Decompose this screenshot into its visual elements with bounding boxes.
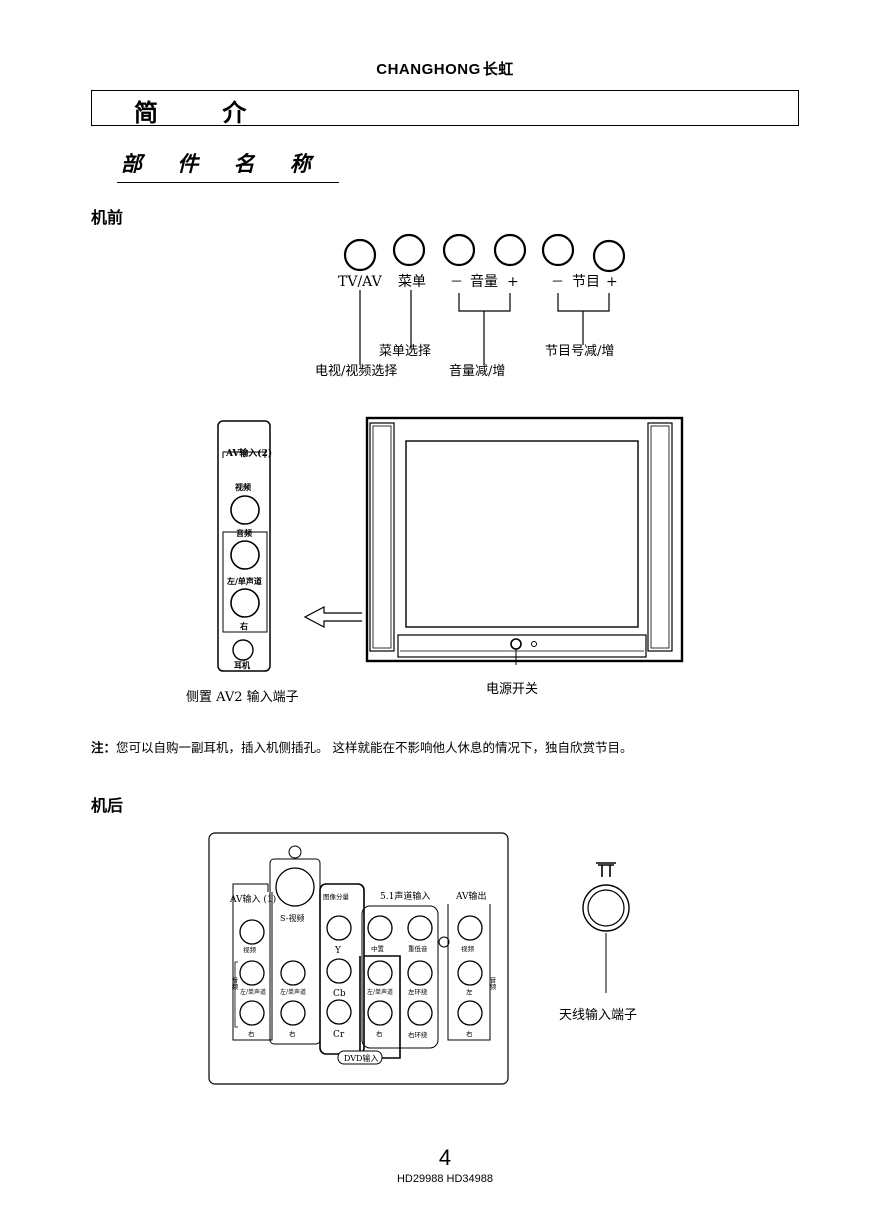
page-title: 简 介	[134, 99, 275, 127]
front-heading: 机前	[91, 208, 124, 227]
rear-avout-left-jack	[457, 960, 483, 986]
front-buttons-diagram: TV/AV 菜单 － 音量 + － 节目 + 菜单选择 电视/视频选择 音量减/…	[315, 233, 626, 379]
side-headphone-jack	[232, 639, 254, 661]
section-title-box: 简 介	[91, 90, 799, 127]
brand-name-cn: 长虹	[482, 61, 514, 78]
side-av-title: AV输入(2)	[225, 447, 272, 459]
rear-av-out-title: AV输出	[455, 890, 487, 902]
side-audio-left-jack	[230, 540, 260, 570]
channel-minus-button	[541, 233, 575, 267]
volume-plus-button	[493, 233, 527, 267]
side-caption: 侧置 AV2 输入端子	[186, 690, 299, 705]
menu-button	[392, 233, 426, 267]
volume-minus-sign: －	[450, 275, 463, 290]
volume-minus-button	[442, 233, 476, 267]
power-caption: 电源开关	[486, 682, 539, 697]
rear-heading: 机后	[91, 796, 124, 815]
side-audio-right-jack	[230, 588, 260, 618]
rear-panel-diagram: AV输入 (1) 视频 左/单声道 右 音频 S-视频 左/单声道 右 图像分量…	[208, 832, 509, 1085]
rear-avout-right-jack	[457, 1000, 483, 1026]
rear-s-right-jack	[280, 1000, 306, 1026]
rear-center-label: 中置	[371, 944, 385, 953]
side-av2-panel: AV输入(2) 视频 音频 左/单声道 右 耳机	[217, 420, 272, 672]
rear-y-jack	[326, 915, 352, 941]
rear-right-surround-jack	[407, 1000, 433, 1026]
channel-label: 节目	[572, 274, 600, 290]
rear-avout-right-label: 右	[466, 1029, 473, 1038]
rear-left-surround-jack	[407, 960, 433, 986]
rear-avout-audio-label: 音频	[488, 976, 496, 992]
rear-dvd-right-label: 右	[376, 1029, 383, 1038]
rear-dvd-right-jack	[367, 1000, 393, 1026]
note: 注：您可以自购一副耳机，插入机侧插孔。 这样就能在不影响他人休息的情况下，独自欣…	[91, 737, 633, 756]
rear-av1-video-jack	[239, 919, 265, 945]
note-text: 您可以自购一副耳机，插入机侧插孔。 这样就能在不影响他人休息的情况下，独自欣赏节…	[116, 740, 633, 755]
rear-s-left-jack	[280, 960, 306, 986]
antenna-diagram	[582, 862, 630, 993]
rear-dvd-in-label: DVD输入	[344, 1053, 378, 1063]
rear-cr-jack	[326, 999, 352, 1025]
rear-dvd-left-label: 左/单声道	[367, 988, 393, 996]
rear-s-video-jack	[275, 867, 315, 907]
antenna-icon	[596, 862, 616, 877]
volume-label: 音量	[470, 273, 498, 290]
rear-s-right-label: 右	[289, 1029, 296, 1038]
rear-av1-right-jack	[239, 1000, 265, 1026]
model-numbers: HD29988 HD34988	[396, 1173, 493, 1185]
channel-callout: 节目号减/增	[545, 344, 614, 359]
menu-callout: 菜单选择	[379, 344, 431, 359]
brand-name: CHANGHONG	[376, 61, 481, 78]
side-video-jack	[230, 495, 260, 525]
rear-avout-video-jack	[457, 915, 483, 941]
rear-center-jack	[367, 915, 393, 941]
rear-component-title: 图像分量	[323, 892, 350, 901]
rear-avout-video-label: 视频	[461, 944, 475, 953]
antenna-jack	[582, 884, 630, 932]
side-left-mono-label: 左/单声道	[226, 576, 262, 586]
channel-plus-sign: +	[606, 274, 618, 290]
rear-av-in1-title: AV输入 (1)	[229, 893, 276, 905]
rear-s-video-label: S-视频	[280, 913, 304, 923]
tv-screen	[405, 440, 639, 628]
channel-minus-sign: －	[551, 275, 564, 290]
side-video-label: 视频	[235, 482, 251, 492]
rear-avout-left-label: 左	[466, 987, 473, 996]
subtitle: 部 件 名 称	[117, 148, 339, 183]
rear-s-left-label: 左/单声道	[280, 988, 306, 996]
rear-av1-left-label: 左/单声道	[240, 988, 266, 996]
rear-av1-audio-label: 音频	[230, 976, 238, 992]
rear-cr-label: Cr	[333, 1030, 345, 1040]
rear-av1-video-label: 视频	[243, 945, 257, 954]
tvav-callout: 电视/视频选择	[315, 364, 397, 379]
menu-label: 菜单	[398, 274, 426, 290]
rear-subwoofer-label: 重低音	[408, 944, 428, 953]
rear-cb-jack	[326, 958, 352, 984]
tvav-label: TV/AV	[338, 274, 383, 290]
rear-av1-left-jack	[239, 960, 265, 986]
volume-plus-sign: +	[507, 274, 519, 290]
rear-y-label: Y	[334, 946, 342, 956]
rear-dvd-left-jack	[367, 960, 393, 986]
page-number: 4	[438, 1145, 452, 1170]
side-right-label: 右	[239, 621, 248, 631]
rear-surround-title: 5.1声道输入	[380, 890, 430, 902]
rear-right-surround-label: 右环绕	[408, 1030, 428, 1039]
note-prefix: 注：	[91, 740, 117, 755]
rear-av1-right-label: 右	[248, 1029, 255, 1038]
rear-subwoofer-jack	[407, 915, 433, 941]
rear-cb-label: Cb	[333, 989, 346, 999]
tvav-button	[343, 238, 377, 272]
antenna-caption: 天线输入端子	[559, 1008, 638, 1023]
side-audio-label: 音频	[236, 528, 252, 538]
rear-left-surround-label: 左环绕	[408, 987, 428, 996]
side-headphone-label: 耳机	[234, 660, 250, 670]
channel-plus-button	[592, 239, 626, 273]
tv-front-diagram	[365, 416, 684, 665]
volume-callout: 音量减/增	[449, 363, 505, 379]
left-arrow-icon	[303, 606, 362, 628]
